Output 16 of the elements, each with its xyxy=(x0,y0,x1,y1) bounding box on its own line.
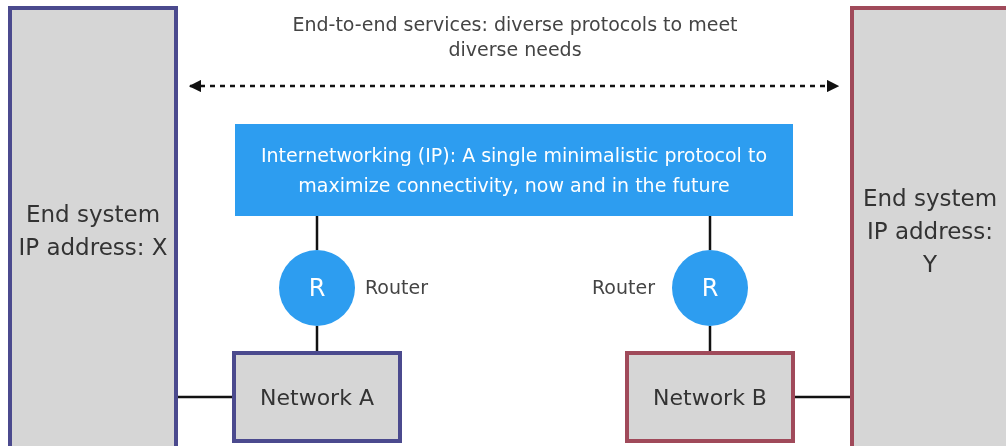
router-label: Router xyxy=(592,276,655,298)
router-circle: R xyxy=(279,250,355,326)
arrow xyxy=(188,79,840,93)
router-circle: R xyxy=(672,250,748,326)
end-system-box: End system IP address: X xyxy=(8,6,178,446)
connector-line xyxy=(178,395,232,399)
protocol-box: Internetworking (IP): A single minimalistic protocol to maximize connectivity, now and in the future xyxy=(235,124,793,216)
connector-line xyxy=(795,395,850,399)
connector-line xyxy=(315,326,319,351)
connector-line xyxy=(315,216,319,250)
network-box: Network B xyxy=(625,351,795,443)
connector-line xyxy=(708,326,712,351)
network-box: Network A xyxy=(232,351,402,443)
connector-line xyxy=(708,216,712,250)
end-system-box: End system IP address: Y xyxy=(850,6,1006,446)
router-label: Router xyxy=(365,276,428,298)
